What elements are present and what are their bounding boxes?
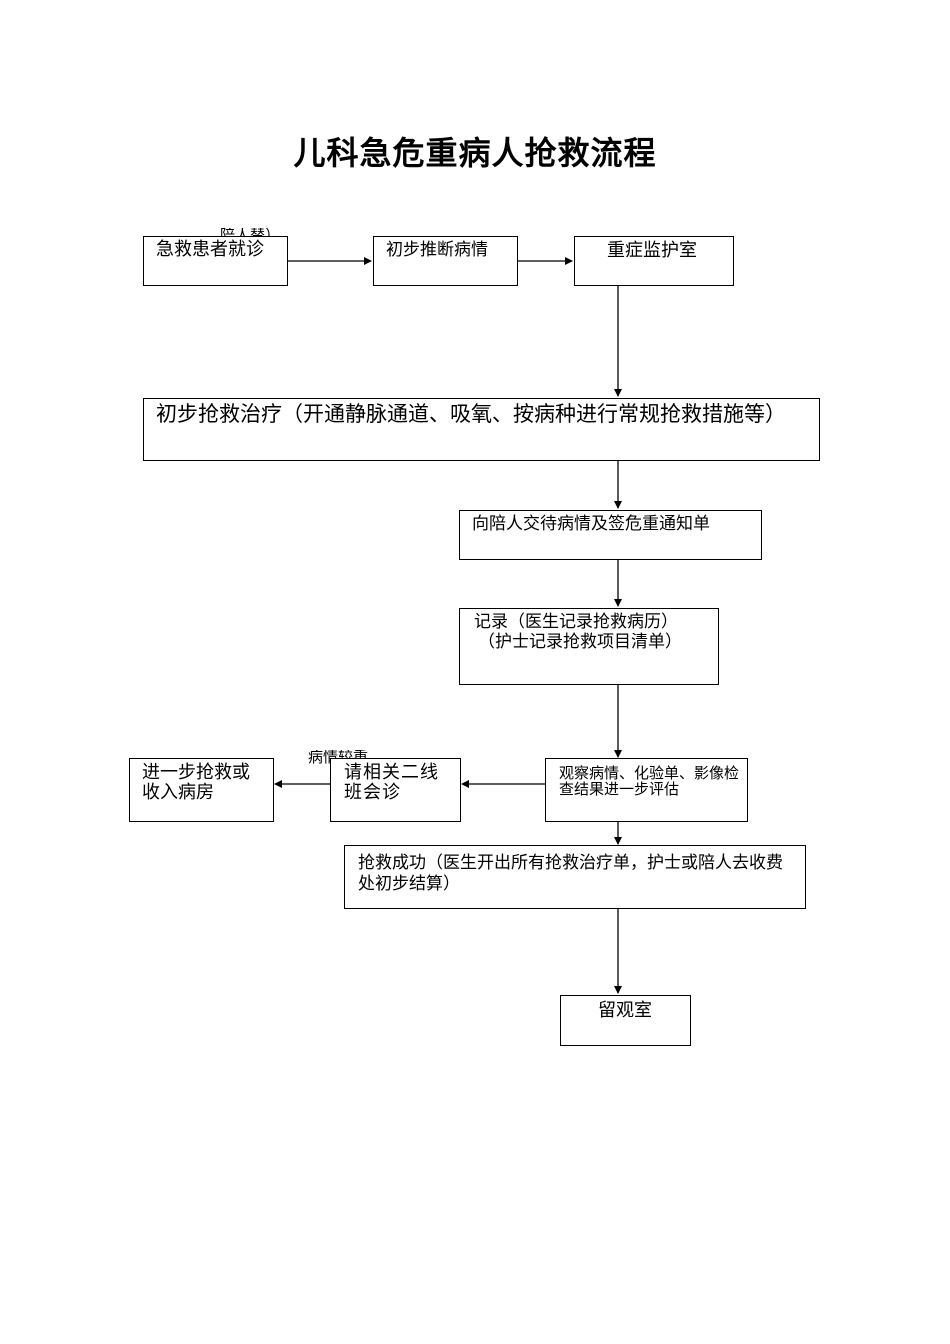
page-title: 儿科急危重病人抢救流程 [293,134,657,172]
node-arrival-label: 急救患者就诊 [156,239,264,260]
note-top-left: 陪人替） [220,228,280,236]
node-observe: 观察病情、化验单、影像检查结果进一步评估 [545,758,748,822]
node-observation-room: 留观室 [560,995,691,1046]
node-observation-room-label: 留观室 [598,1000,652,1021]
node-icu-label: 重症监护室 [607,240,697,261]
node-further-rescue: 进一步抢救或收入病房 [129,758,274,822]
node-further-rescue-label: 进一步抢救或收入病房 [142,762,250,803]
node-record-nurse: （护士记录抢救项目清单） [478,631,682,652]
node-record: 记录（医生记录抢救病历） （护士记录抢救项目清单） [459,608,719,685]
node-record-doctor: 记录（医生记录抢救病历） [474,612,678,632]
node-initial-treatment-label: 初步抢救治疗（开通静脉通道、吸氧、按病种进行常规抢救措施等） [156,402,786,426]
node-observe-label: 观察病情、化验单、影像检查结果进一步评估 [559,764,740,799]
node-success: 抢救成功（医生开出所有抢救治疗单，护士或陪人去收费处初步结算） [344,845,806,909]
node-success-label: 抢救成功（医生开出所有抢救治疗单，护士或陪人去收费处初步结算） [358,853,783,895]
node-inform-family: 向陪人交待病情及签危重通知单 [459,510,762,560]
node-icu: 重症监护室 [574,236,734,286]
node-initial-treatment: 初步抢救治疗（开通静脉通道、吸氧、按病种进行常规抢救措施等） [143,398,820,461]
node-preliminary-judgement: 初步推断病情 [373,236,518,286]
node-consult-label: 请相关二线班会诊 [344,762,439,803]
node-inform-family-label: 向陪人交待病情及签危重通知单 [472,514,710,534]
node-preliminary-judgement-label: 初步推断病情 [386,240,488,260]
node-arrival: 急救患者就诊 [143,236,288,286]
node-consult: 请相关二线班会诊 [330,758,461,822]
